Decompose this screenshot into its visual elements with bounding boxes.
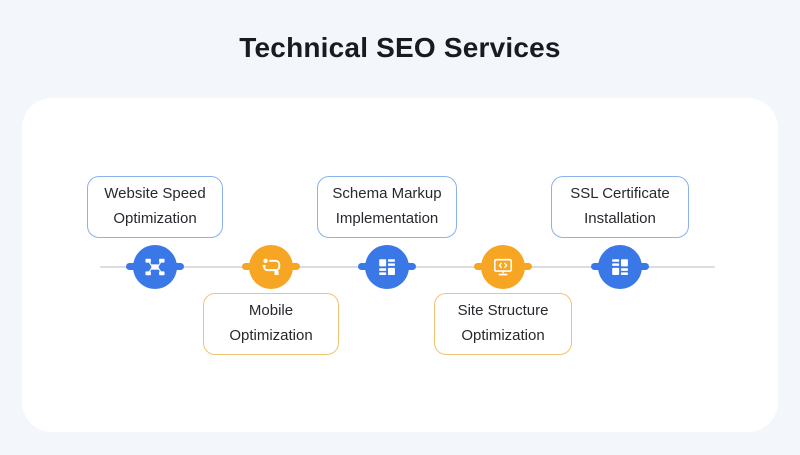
label-box-schema-markup: Schema Markup Implementation [317, 176, 457, 238]
page-title: Technical SEO Services [239, 32, 561, 63]
sitemap-icon [142, 254, 168, 280]
label-text: Schema Markup Implementation [332, 185, 442, 227]
label-text: SSL Certificate Installation [570, 185, 670, 227]
label-box-website-speed: Website Speed Optimization [87, 176, 223, 238]
timeline-node-site-structure [481, 245, 525, 289]
process-flow-icon [258, 254, 284, 280]
schema-blocks-icon [374, 254, 400, 280]
timeline-node-mobile-optimization [249, 245, 293, 289]
label-text: Mobile Optimization [229, 302, 313, 344]
label-text: Website Speed Optimization [104, 185, 206, 227]
monitor-code-icon [490, 254, 516, 280]
timeline-node-schema-markup [365, 245, 409, 289]
label-box-mobile-optimization: Mobile Optimization [203, 293, 339, 355]
timeline-node-website-speed [133, 245, 177, 289]
timeline-node-ssl-certificate [598, 245, 642, 289]
label-box-site-structure: Site Structure Optimization [434, 293, 572, 355]
label-box-ssl-certificate: SSL Certificate Installation [551, 176, 689, 238]
label-text: Site Structure Optimization [457, 302, 549, 344]
grid-blocks-icon [607, 254, 633, 280]
